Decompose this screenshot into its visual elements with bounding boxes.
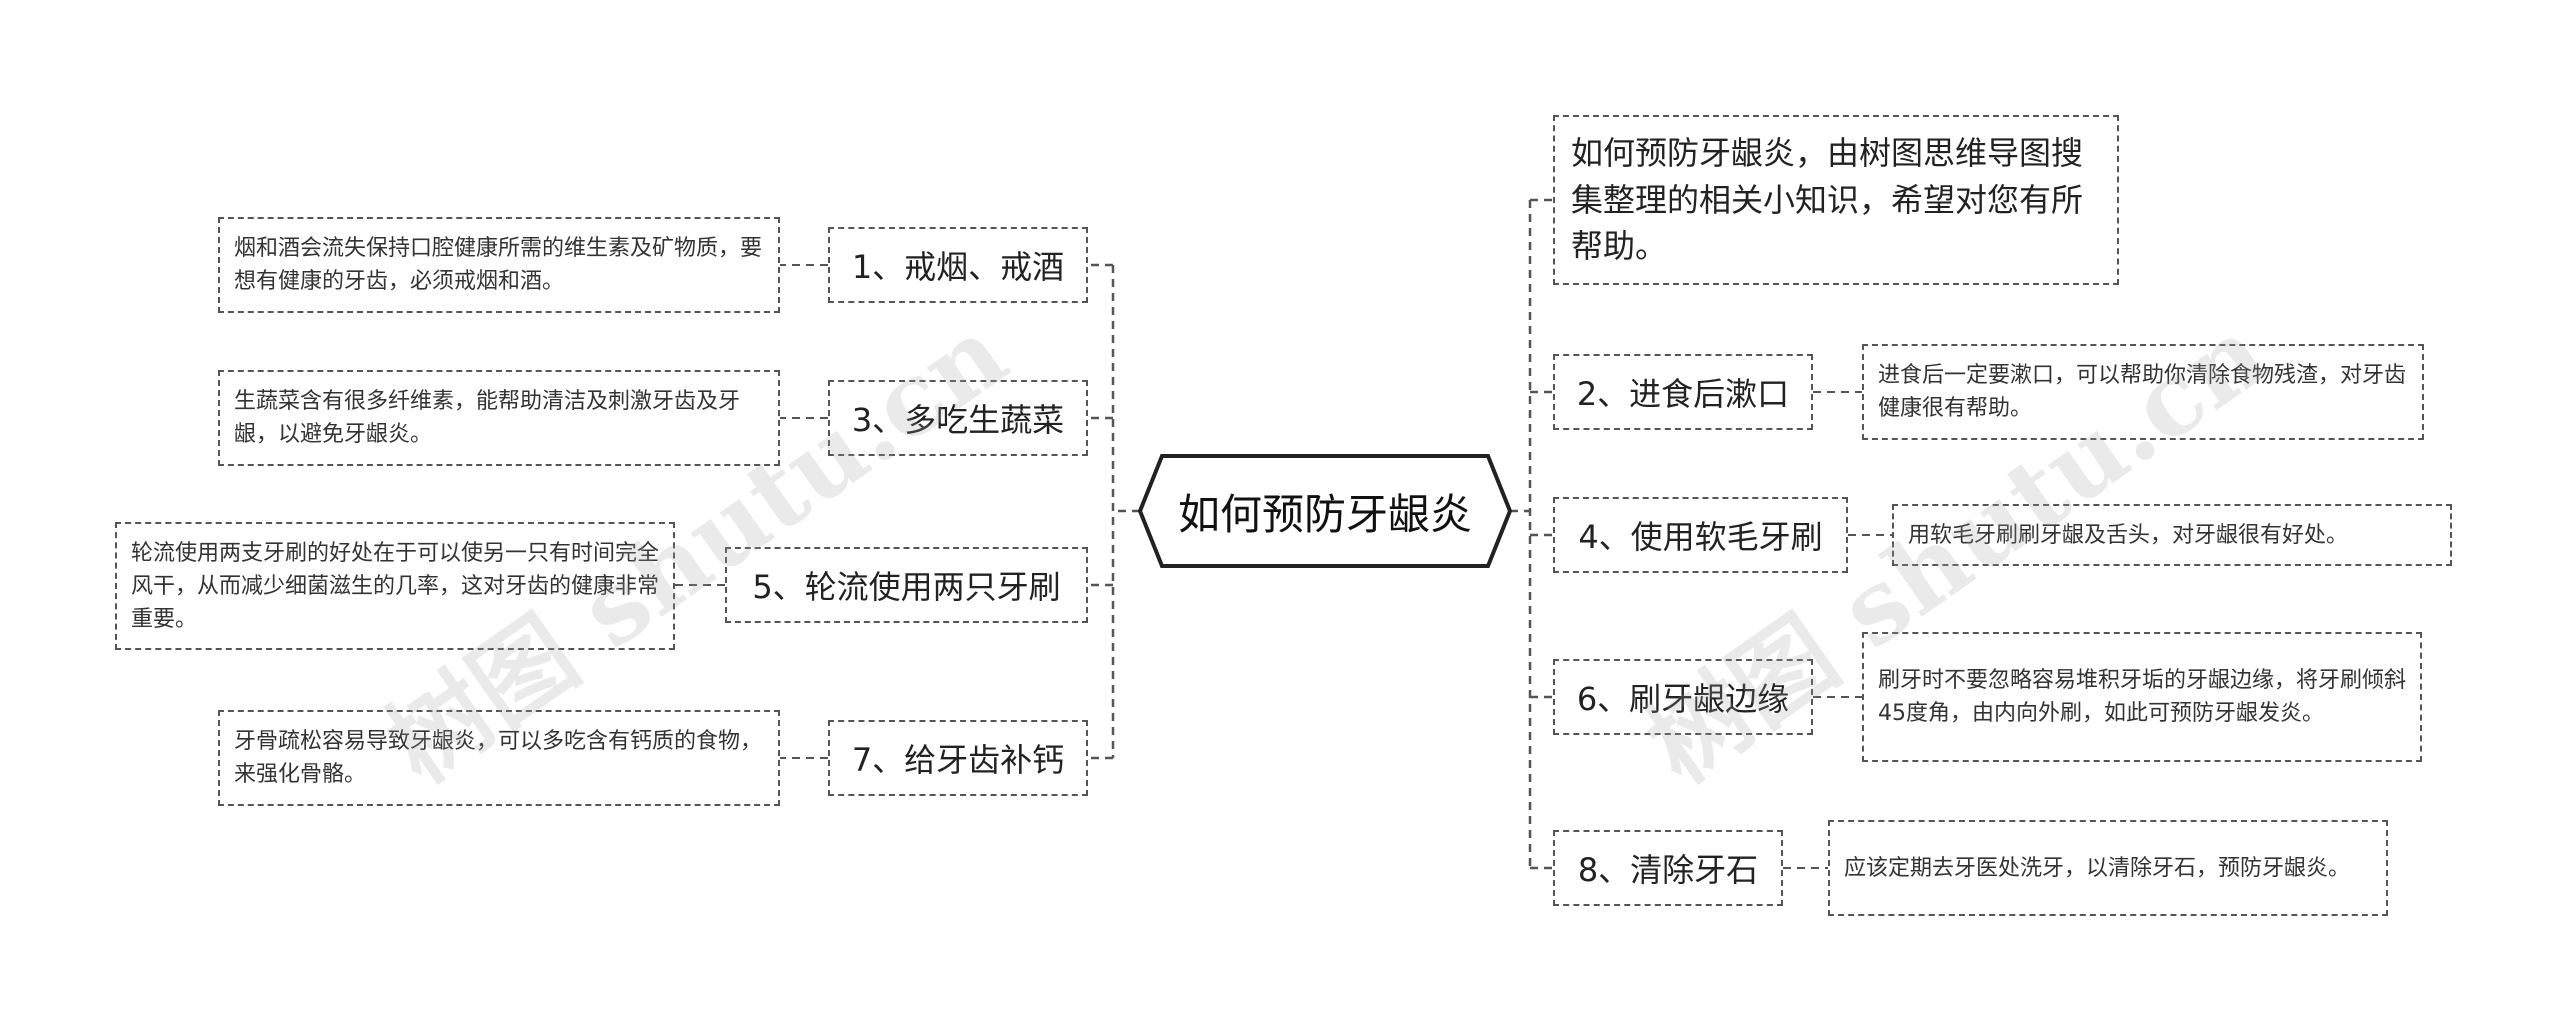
detail-two-toothbrushes[interactable]: 轮流使用两支牙刷的好处在于可以使另一只有时间完全风干，从而减少细菌滋生的几率，这…: [115, 522, 675, 650]
detail-quit-smoking[interactable]: 烟和酒会流失保持口腔健康所需的维生素及矿物质，要想有健康的牙齿，必须戒烟和酒。: [218, 217, 780, 313]
branch-rinse-after-meal[interactable]: 2、进食后漱口: [1553, 354, 1813, 430]
branch-soft-toothbrush[interactable]: 4、使用软毛牙刷: [1553, 497, 1848, 573]
branch-gum-edge[interactable]: 6、刷牙龈边缘: [1553, 659, 1813, 735]
detail-calcium[interactable]: 牙骨疏松容易导致牙龈炎，可以多吃含有钙质的食物，来强化骨骼。: [218, 710, 780, 806]
detail-raw-vegetables[interactable]: 生蔬菜含有很多纤维素，能帮助清洁及刺激牙齿及牙龈，以避免牙龈炎。: [218, 370, 780, 466]
intro-note[interactable]: 如何预防牙龈炎，由树图思维导图搜集整理的相关小知识，希望对您有所帮助。: [1553, 115, 2119, 285]
intro-text: 如何预防牙龈炎，由树图思维导图搜集整理的相关小知识，希望对您有所帮助。: [1571, 134, 2084, 266]
branch-quit-smoking[interactable]: 1、戒烟、戒酒: [828, 227, 1088, 303]
branch-two-toothbrushes[interactable]: 5、轮流使用两只牙刷: [725, 547, 1088, 623]
detail-remove-tartar[interactable]: 应该定期去牙医处洗牙，以清除牙石，预防牙龈炎。: [1828, 820, 2388, 916]
detail-rinse-after-meal[interactable]: 进食后一定要漱口，可以帮助你清除食物残渣，对牙齿健康很有帮助。: [1862, 344, 2424, 440]
branch-remove-tartar[interactable]: 8、清除牙石: [1553, 830, 1783, 906]
detail-gum-edge[interactable]: 刷牙时不要忽略容易堆积牙垢的牙龈边缘，将牙刷倾斜45度角，由内向外刷，如此可预防…: [1862, 632, 2422, 762]
branch-raw-vegetables[interactable]: 3、多吃生蔬菜: [828, 380, 1088, 456]
detail-soft-toothbrush[interactable]: 用软毛牙刷刷牙龈及舌头，对牙龈很有好处。: [1892, 504, 2452, 566]
branch-calcium[interactable]: 7、给牙齿补钙: [828, 720, 1088, 796]
center-topic[interactable]: 如何预防牙龈炎: [1177, 489, 1472, 539]
